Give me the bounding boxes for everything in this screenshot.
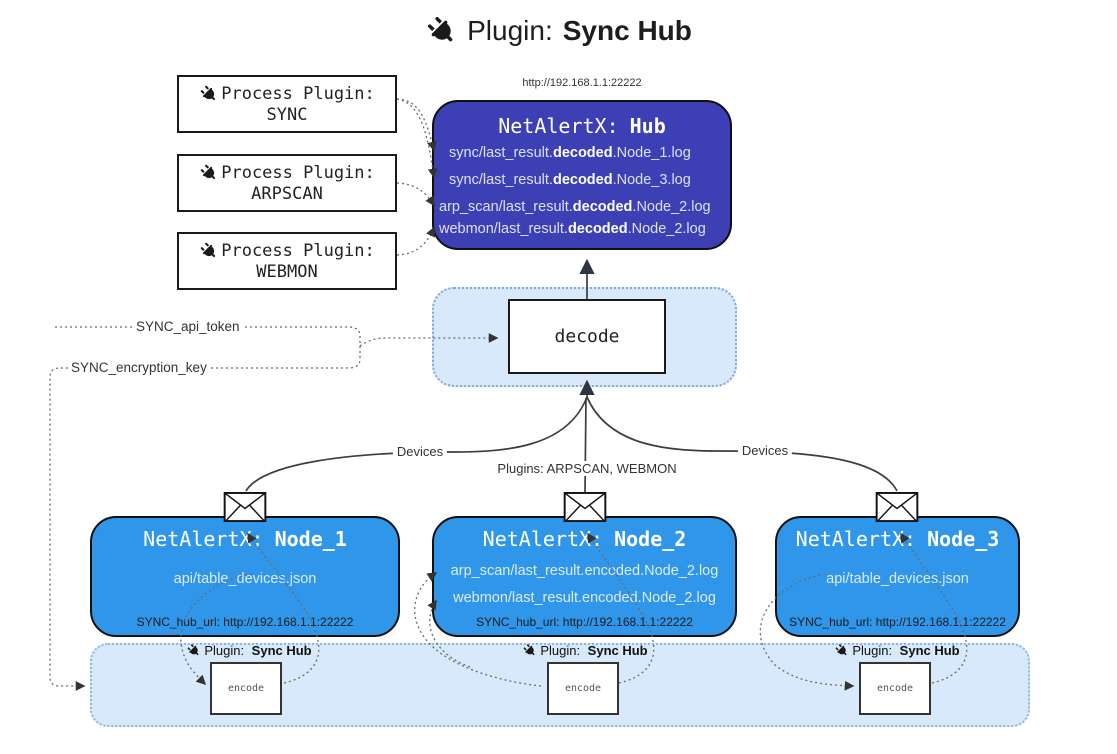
process-plugin-box-sync: Process Plugin: SYNC xyxy=(177,75,397,133)
hub-box: NetAlertX: Hub sync/last_result.decoded.N… xyxy=(432,100,732,250)
process-plugin-box-webmon: Process Plugin: WEBMON xyxy=(177,232,397,290)
hub-log-line: sync/last_result.decoded.Node_3.log xyxy=(449,172,691,188)
node-title: NetAlertX:Node_2 xyxy=(482,527,687,551)
plug-icon xyxy=(199,163,219,183)
encode-box: encode xyxy=(210,662,282,715)
node-box-node3: NetAlertX:Node_3 api/table_devices.json … xyxy=(775,516,1020,637)
process-plugin-label: Process Plugin: xyxy=(221,240,375,261)
sync-encryption-key-label: SYNC_encryption_key xyxy=(68,360,210,375)
wire-sync-to-hub-log-2 xyxy=(396,98,438,179)
hub-url: http://192.168.1.1:22222 xyxy=(522,77,642,89)
wire-sync-to-hub-log-1 xyxy=(396,98,437,152)
wire-arpscan-to-hub-log-3 xyxy=(396,182,435,207)
hub-log-line: webmon/last_result.decoded.Node_2.log xyxy=(439,221,706,237)
encoder-label-2: Plugin:Sync Hub xyxy=(522,643,648,658)
process-plugin-name: SYNC xyxy=(266,104,308,125)
hub-log-line: arp_scan/last_result.decoded.Node_2.log xyxy=(439,199,711,215)
hub-title: NetAlertX: Hub xyxy=(434,114,730,138)
node-hub-url: SYNC_hub_url: http://192.168.1.1:22222 xyxy=(136,615,354,629)
devices-label-right: Devices xyxy=(737,443,793,458)
wire-webmon-to-hub-log-4 xyxy=(396,226,435,256)
encoder-label-3: Plugin:Sync Hub xyxy=(834,643,960,658)
node-hub-url: SYNC_hub_url: http://192.168.1.1:22222 xyxy=(789,615,1006,629)
process-plugin-name: WEBMON xyxy=(256,261,318,282)
node-title: NetAlertX:Node_1 xyxy=(143,527,347,551)
node-box-node1: NetAlertX:Node_1 api/table_devices.json … xyxy=(90,516,400,637)
sync-api-token-label: SYNC_api_token xyxy=(133,319,243,334)
plug-icon xyxy=(425,14,459,48)
hub-title-name: Hub xyxy=(629,114,666,138)
plug-icon xyxy=(834,643,849,658)
plug-icon xyxy=(522,643,537,658)
encode-box: encode xyxy=(547,662,619,715)
encoder-label-1: Plugin:Sync Hub xyxy=(186,643,312,658)
envelope-icon xyxy=(875,492,919,523)
process-plugin-label: Process Plugin: xyxy=(221,83,375,104)
page-title-prefix: Plugin: xyxy=(467,15,553,46)
decode-box: decode xyxy=(508,299,666,374)
page-title-name: Sync Hub xyxy=(562,15,692,46)
plug-icon xyxy=(186,643,201,658)
envelope-icon xyxy=(563,492,607,523)
line-trunk-to-envelope-2 xyxy=(584,397,587,493)
node-file-line: webmon/last_result.encoded.Node_2.log xyxy=(453,590,716,606)
process-plugin-name: ARPSCAN xyxy=(251,183,323,204)
hub-log-line: sync/last_result.decoded.Node_1.log xyxy=(449,145,691,161)
plug-icon xyxy=(199,241,219,261)
encode-box: encode xyxy=(859,662,931,715)
node-file-line: api/table_devices.json xyxy=(173,571,317,587)
plugins-label-center: Plugins: ARPSCAN, WEBMON xyxy=(493,461,681,476)
node-hub-url: SYNC_hub_url: http://192.168.1.1:22222 xyxy=(476,615,693,629)
plug-icon xyxy=(199,84,219,104)
page-title: Plugin: Sync Hub xyxy=(0,14,1117,48)
node-file-line: arp_scan/last_result.encoded.Node_2.log xyxy=(450,563,719,579)
node-box-node2: NetAlertX:Node_2 arp_scan/last_result.en… xyxy=(432,516,737,637)
envelope-icon xyxy=(223,492,267,523)
process-plugin-label: Process Plugin: xyxy=(221,162,375,183)
devices-label-left: Devices xyxy=(392,444,448,459)
hub-title-prefix: NetAlertX: xyxy=(498,114,619,138)
node-title: NetAlertX:Node_3 xyxy=(795,527,1000,551)
process-plugin-box-arpscan: Process Plugin: ARPSCAN xyxy=(177,154,397,212)
node-file-line: api/table_devices.json xyxy=(826,571,969,587)
